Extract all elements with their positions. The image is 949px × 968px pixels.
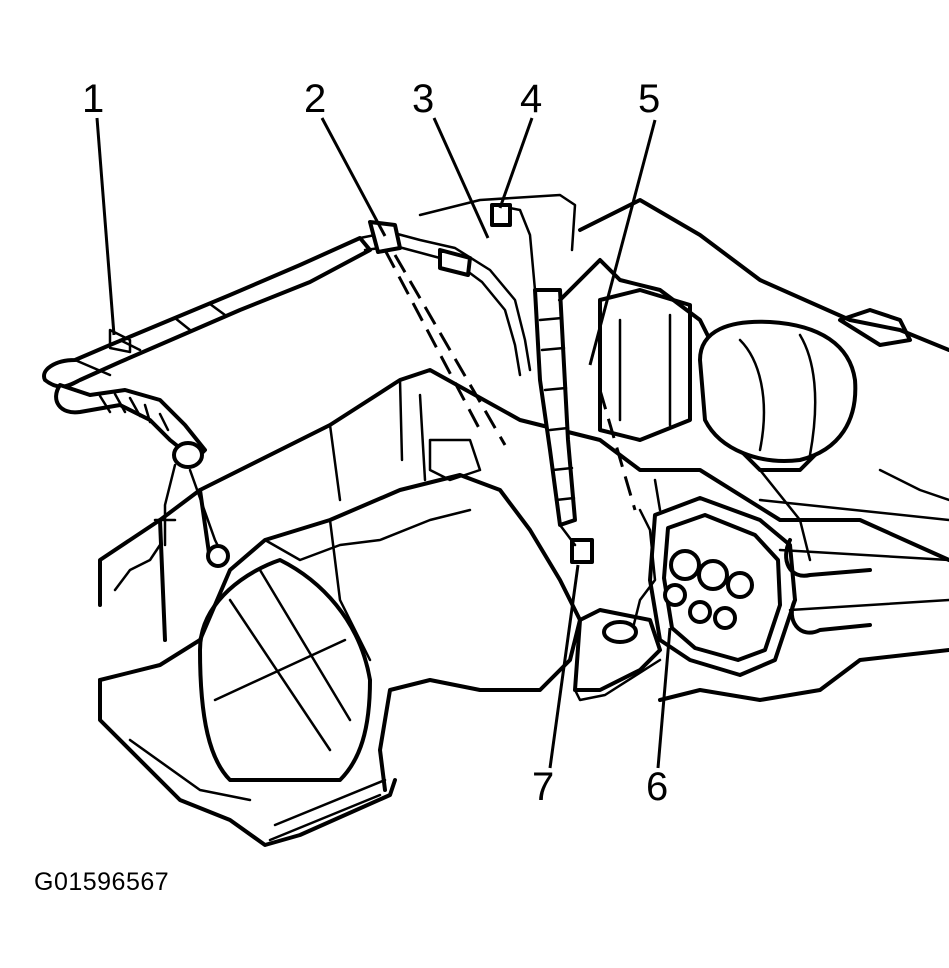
callout-4: 4 [520, 77, 542, 121]
callout-6: 6 [646, 765, 668, 809]
callout-labels: 1 2 3 4 5 6 7 [82, 77, 668, 809]
callout-3: 3 [412, 77, 434, 121]
accumulator-line [533, 288, 594, 564]
engine-structure [558, 198, 949, 635]
figure-id: G01596567 [34, 868, 170, 896]
callout-7: 7 [532, 765, 554, 809]
lower-bracket [428, 438, 949, 702]
wheel-well [98, 473, 582, 847]
ac-hose-assembly [42, 236, 372, 568]
leader-lines [95, 117, 672, 769]
callout-2: 2 [304, 77, 326, 121]
hvac-connector-plate [628, 478, 797, 677]
callout-5: 5 [638, 77, 660, 121]
callout-1: 1 [82, 77, 104, 121]
